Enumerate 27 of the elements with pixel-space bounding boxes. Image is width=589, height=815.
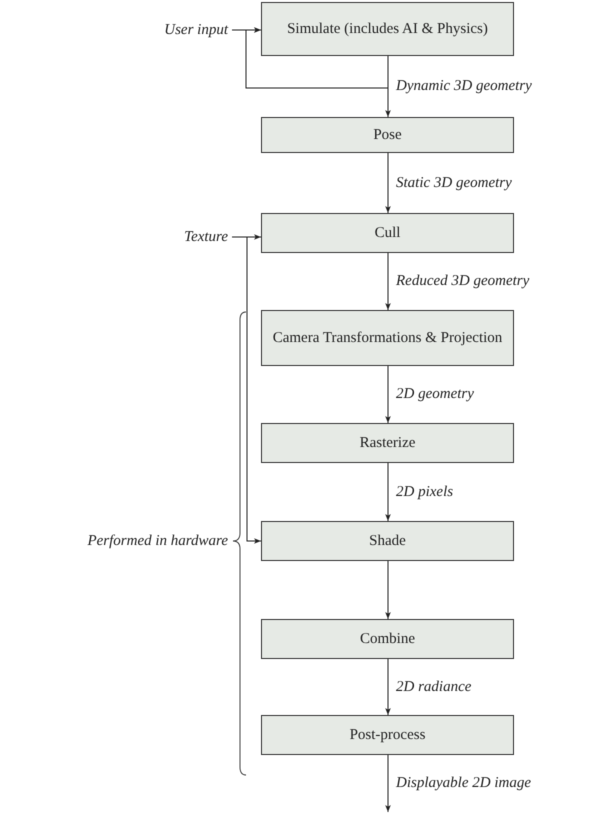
arrow [385, 754, 391, 812]
arrow [232, 236, 262, 544]
process-box: Rasterize [261, 423, 514, 463]
edge-label: Static 3D geometry [394, 174, 514, 192]
arrow [385, 658, 391, 716]
edge-label: Displayable 2D image [394, 775, 533, 792]
arrow [385, 462, 391, 522]
edge-label: Dynamic 3D geometry [394, 78, 534, 95]
arrow [385, 366, 391, 424]
input-label: User input [164, 22, 228, 38]
group-label: Performed in hardware [87, 532, 228, 550]
process-box: Pose [261, 117, 514, 153]
edge-label: 2D geometry [394, 386, 476, 403]
arrow [385, 560, 391, 620]
process-box: Post-process [261, 715, 514, 755]
arrow [385, 152, 391, 214]
input-label: Texture [184, 228, 228, 246]
arrow [385, 56, 391, 118]
arrow [385, 252, 391, 310]
process-box: Combine [261, 619, 514, 659]
edge-label: Reduced 3D geometry [394, 273, 532, 290]
process-box: Camera Transformations & Projection [261, 310, 514, 366]
process-box: Cull [261, 213, 514, 253]
process-box: Shade [261, 521, 514, 561]
edge-label: 2D pixels [394, 484, 456, 500]
process-box: Simulate (includes AI & Physics) [261, 2, 514, 56]
arrow [246, 27, 388, 88]
